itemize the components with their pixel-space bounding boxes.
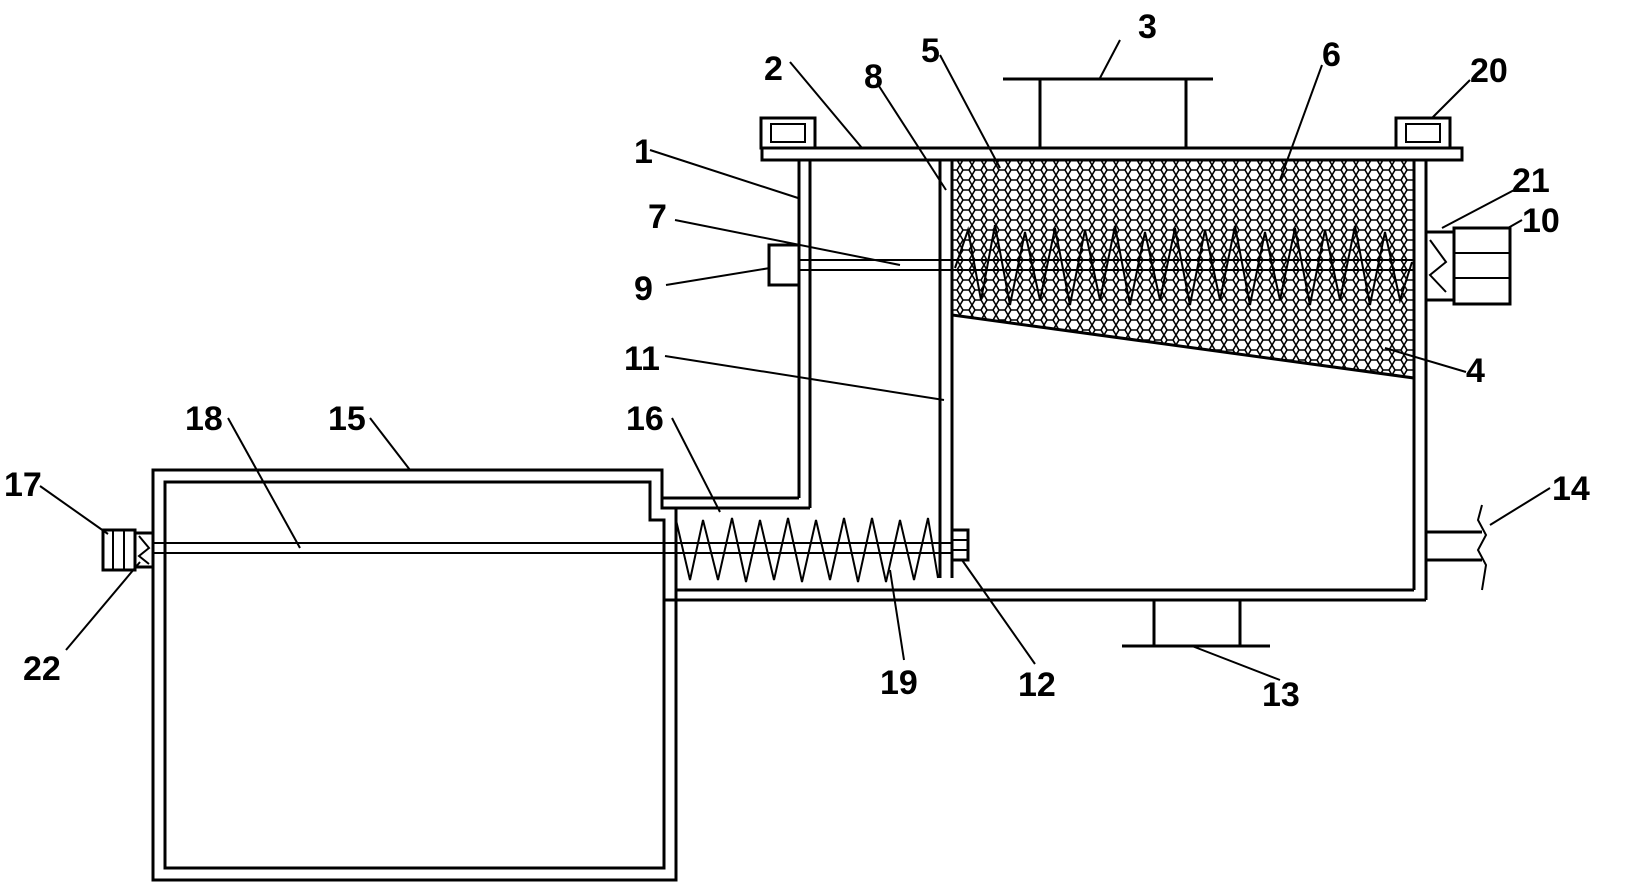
- label-2: 2: [764, 50, 783, 88]
- label-8: 8: [864, 58, 883, 96]
- label-15: 15: [328, 400, 366, 438]
- base-stand: [1122, 600, 1270, 648]
- label-19: 19: [880, 664, 918, 702]
- right-motor: [1452, 226, 1512, 306]
- label-22: 22: [23, 650, 61, 688]
- label-14: 14: [1552, 470, 1590, 508]
- cover-handle-right: [1394, 116, 1452, 150]
- top-cover-plate: [760, 146, 1464, 162]
- label-10: 10: [1522, 202, 1560, 240]
- label-17: 17: [4, 466, 42, 504]
- label-5: 5: [921, 32, 940, 70]
- lower-shaft: [140, 542, 952, 554]
- cover-handle-left: [759, 116, 817, 150]
- label-12: 12: [1018, 666, 1056, 704]
- collection-box: [151, 468, 678, 882]
- upper-motor: [767, 243, 801, 287]
- left-chamber-wall: [662, 160, 812, 510]
- partition-rod: [938, 160, 954, 578]
- outlet-pipe: [1426, 504, 1488, 591]
- left-coupling: [133, 531, 155, 569]
- label-11: 11: [624, 340, 660, 378]
- label-6: 6: [1322, 36, 1341, 74]
- label-4: 4: [1466, 352, 1485, 390]
- label-18: 18: [185, 400, 223, 438]
- leader-lines: [39, 39, 1551, 681]
- label-9: 9: [634, 270, 653, 308]
- label-1: 1: [634, 133, 653, 171]
- main-body-walls: [664, 160, 1428, 602]
- shaft-bearing: [950, 528, 970, 562]
- left-motor: [101, 528, 137, 572]
- right-coupling: [1424, 230, 1456, 302]
- label-21: 21: [1512, 162, 1550, 200]
- label-7: 7: [648, 198, 667, 236]
- label-20: 20: [1470, 52, 1508, 90]
- label-16: 16: [626, 400, 664, 438]
- upper-spring: [954, 224, 1413, 306]
- label-3: 3: [1138, 8, 1157, 46]
- label-13: 13: [1262, 676, 1300, 714]
- lower-spring: [675, 517, 939, 583]
- feed-hopper: [1003, 77, 1213, 148]
